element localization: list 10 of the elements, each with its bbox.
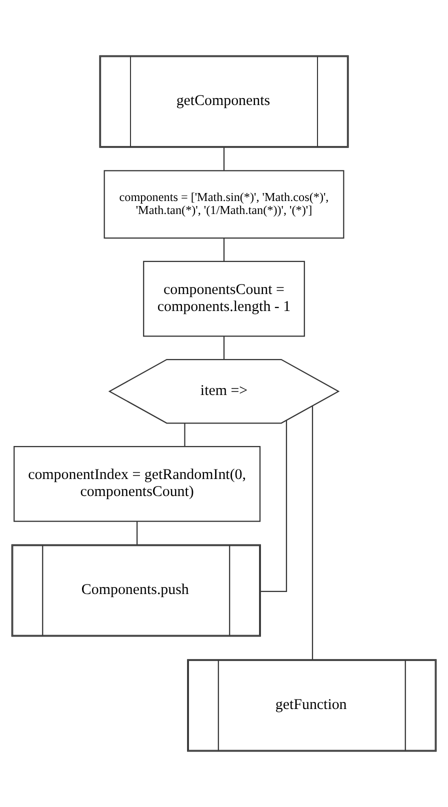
node-box: componentsCount = components.length - 1 <box>143 260 305 337</box>
node-box: components = ['Math.sin(*)', 'Math.cos(*)', 'Math.tan(*)', '(1/Math.tan(*))', '(*)'] <box>104 170 344 239</box>
connector <box>223 336 225 360</box>
node-box: componentIndex = getRandomInt(0, componentsCount) <box>14 446 261 522</box>
connector <box>312 406 314 660</box>
connector <box>184 423 186 446</box>
connector <box>136 521 138 544</box>
connector <box>260 420 288 592</box>
connector <box>223 148 225 170</box>
connector <box>223 238 225 262</box>
